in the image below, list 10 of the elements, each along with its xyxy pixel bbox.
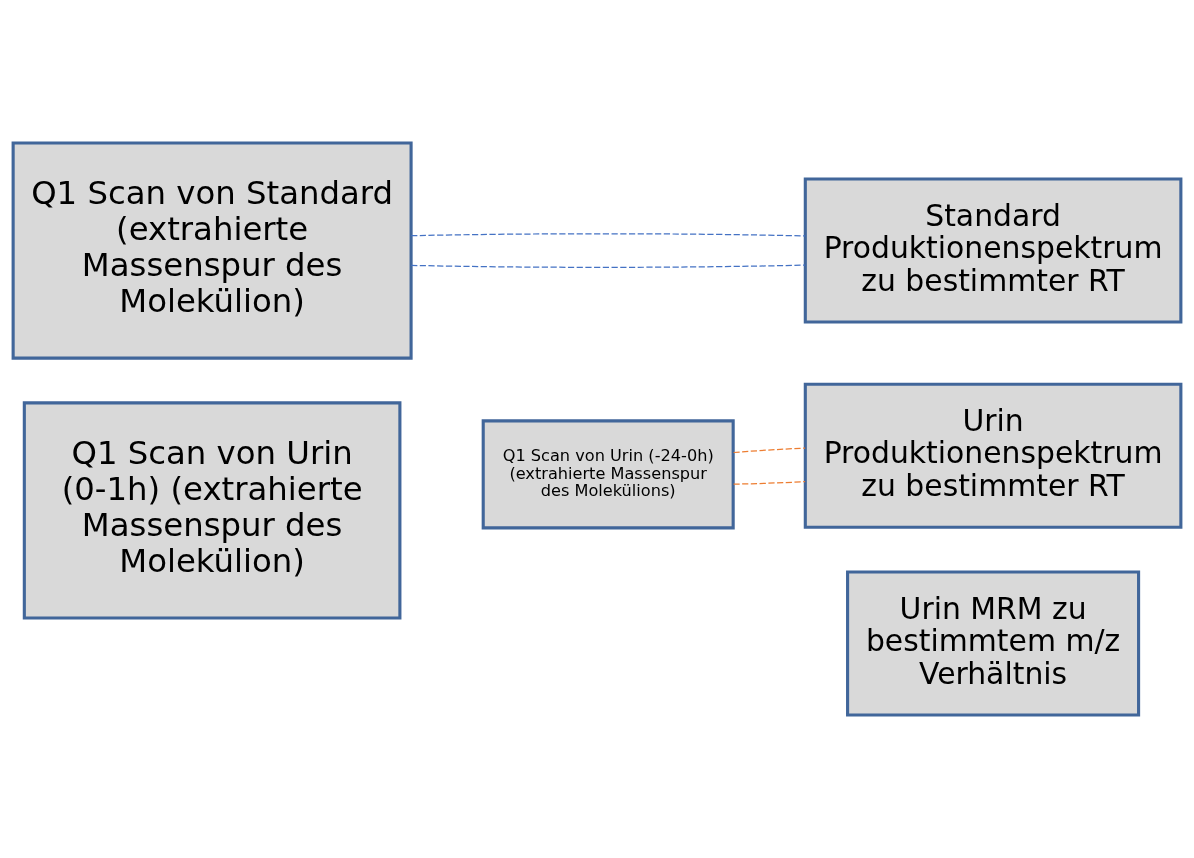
connector xyxy=(410,233,806,237)
node-box: Urin MRM zu bestimmtem m/z Verhältnis xyxy=(846,570,1141,717)
node-box: Q1 Scan von Urin (-24-0h) (extrahierte Massenspur des Molekülions) xyxy=(481,419,735,530)
node-box: Q1 Scan von Urin (0-1h) (extrahierte Massenspur des Molekülion) xyxy=(22,401,402,620)
connector xyxy=(733,447,806,454)
connector xyxy=(410,264,806,268)
node-box: Standard Produktionenspektrum zu bestimmter RT xyxy=(803,177,1183,324)
connector xyxy=(733,481,806,485)
node-box: Q1 Scan von Standard (extrahierte Massenspur des Molekülion) xyxy=(11,141,413,360)
node-box: Urin Produktionenspektrum zu bestimmter RT xyxy=(803,382,1183,529)
